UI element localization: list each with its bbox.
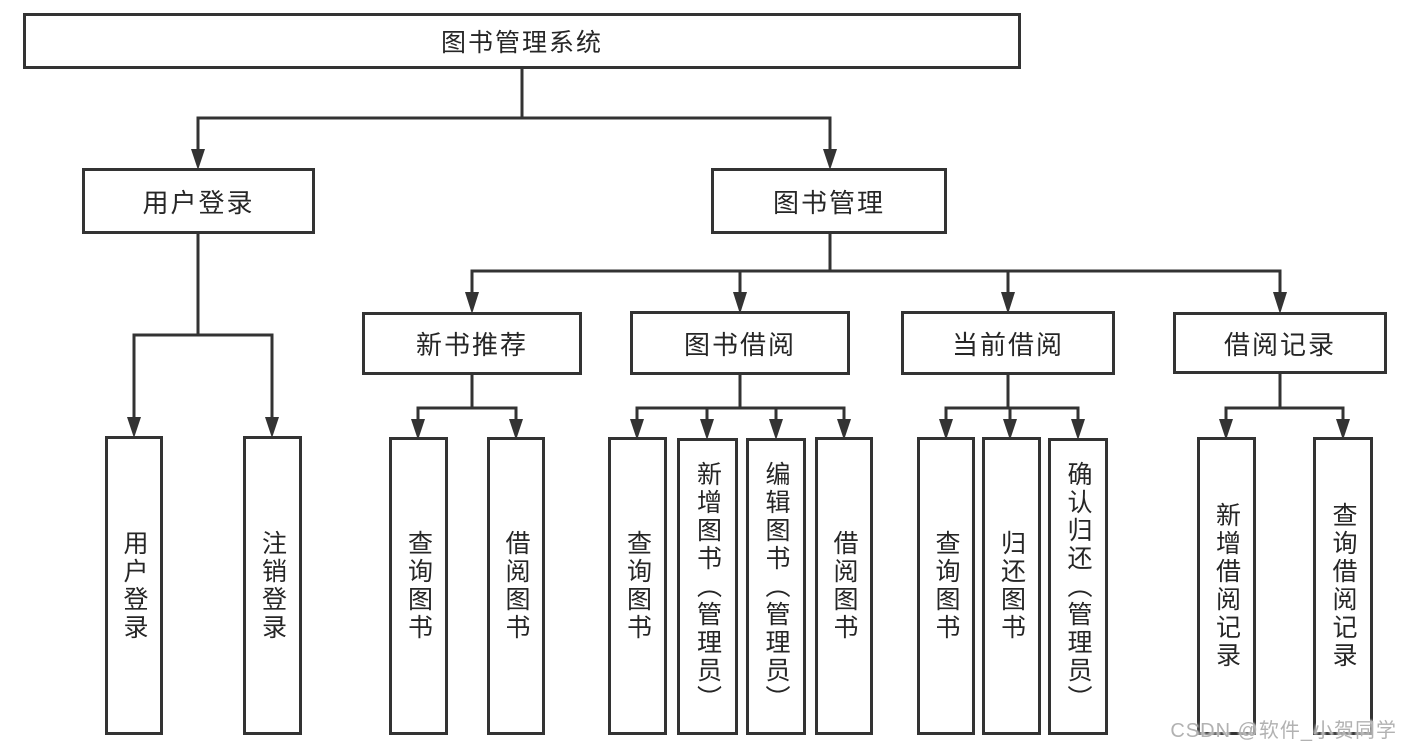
node-borrow-edit-books-admin: 编辑图书（管理员） [746,438,806,735]
node-borrow-records: 借阅记录 [1173,312,1387,374]
node-library-management-system: 图书管理系统 [23,13,1021,69]
node-new-book-recommend: 新书推荐 [362,312,582,375]
node-records-query-record: 查询借阅记录 [1313,437,1373,735]
node-current-borrow: 当前借阅 [901,311,1115,375]
node-current-query-books: 查询图书 [917,437,975,735]
csdn-watermark: CSDN @软件_小贺同学 [1170,720,1397,742]
node-user-login-branch: 用户登录 [82,168,315,234]
connector-root-to-level2 [191,69,837,170]
node-book-management-branch: 图书管理 [711,168,947,234]
connector-book-borrow-group [630,375,851,440]
connector-new-book-recommend-group [411,375,523,440]
node-logout-action: 注销登录 [243,436,302,735]
node-user-login-action: 用户登录 [105,436,163,735]
node-rec-query-books: 查询图书 [389,437,448,735]
connector-current-borrow-group [939,375,1085,440]
node-book-borrow: 图书借阅 [630,311,850,375]
connector-borrow-records-group [1219,374,1350,440]
node-borrow-add-books-admin: 新增图书（管理员） [677,438,738,735]
connector-user-login-branch [127,234,279,438]
node-borrow-query-books: 查询图书 [608,437,667,735]
connector-book-management-to-level3 [465,234,1287,314]
node-records-add-record: 新增借阅记录 [1197,437,1256,735]
node-rec-borrow-books: 借阅图书 [487,437,545,735]
node-current-confirm-return-admin: 确认归还（管理员） [1048,438,1108,735]
node-borrow-borrow-books: 借阅图书 [815,437,873,735]
node-current-return-books: 归还图书 [982,437,1041,735]
